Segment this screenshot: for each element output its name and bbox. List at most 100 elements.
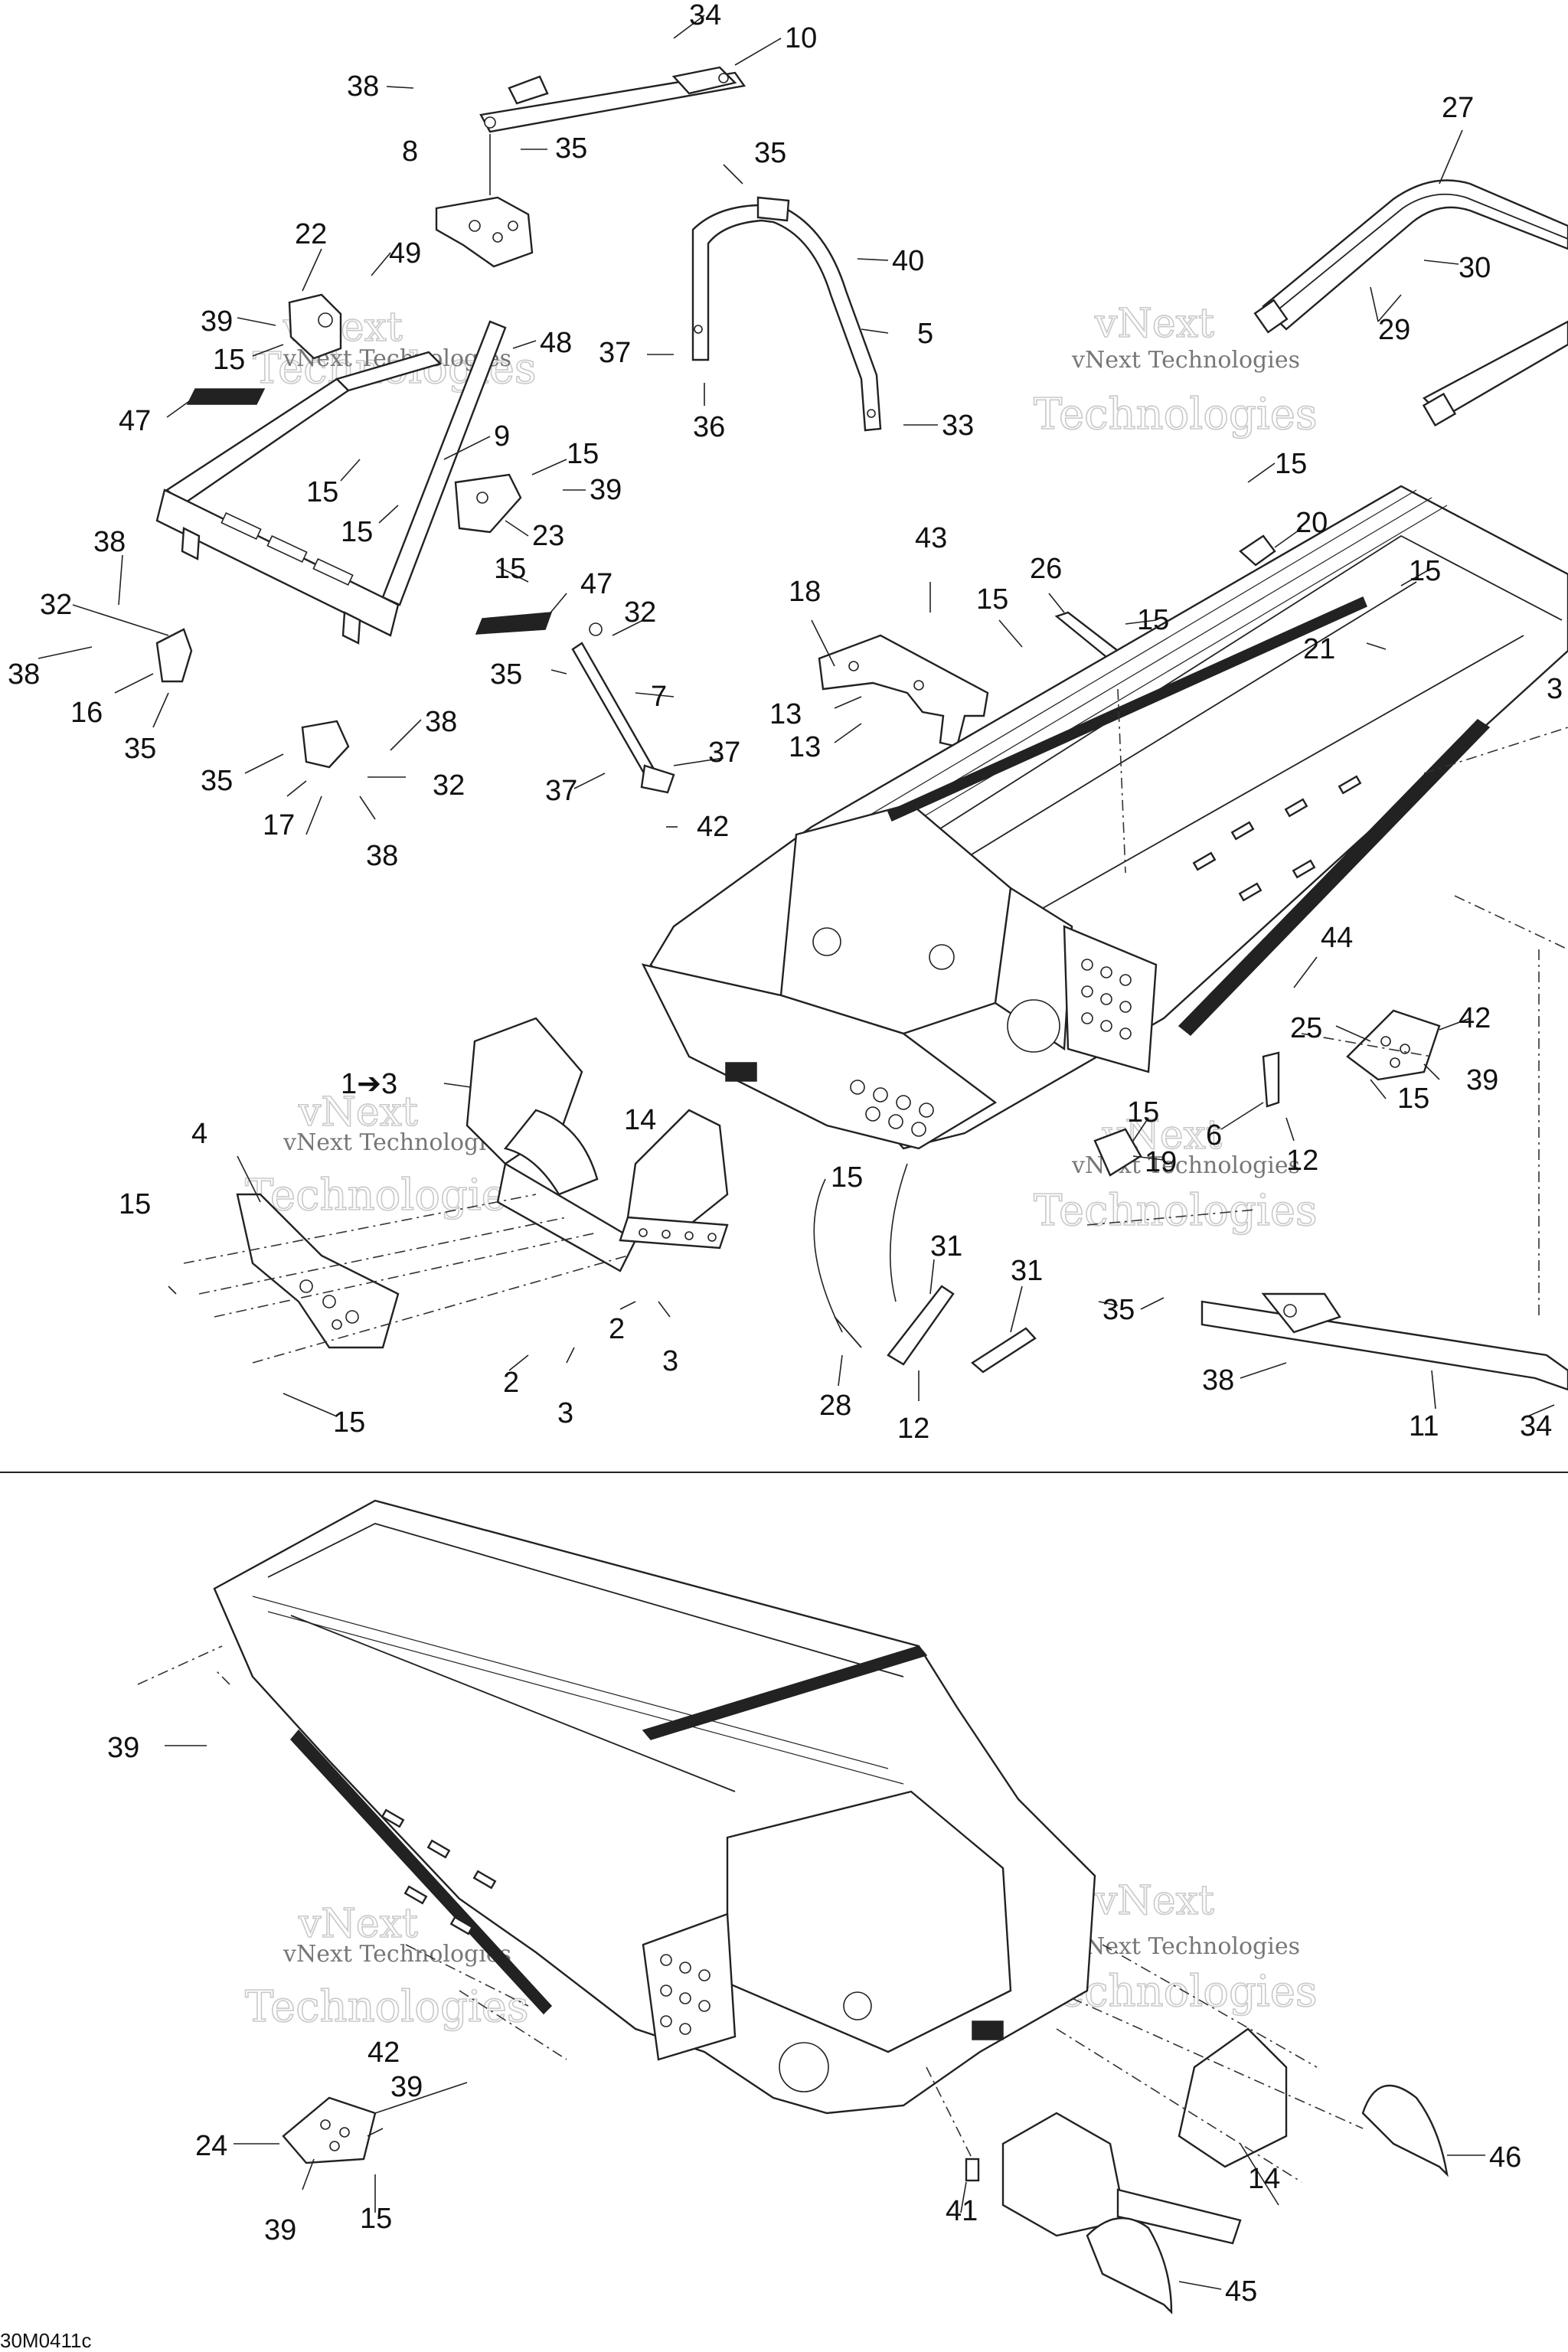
part-8-bracket — [435, 196, 534, 268]
callout-24: 24 — [195, 2130, 227, 2162]
callout-34: 34 — [689, 0, 721, 31]
callout-35: 35 — [555, 132, 587, 165]
part-22-bracket — [288, 293, 342, 360]
watermark-text: vNext — [1094, 1878, 1214, 1924]
watermark-text: vNext — [298, 1901, 418, 1947]
part-10-support-bar — [479, 66, 746, 133]
part-16-bracket — [155, 628, 193, 683]
callout-15: 15 — [494, 553, 526, 585]
callout-37: 37 — [708, 737, 740, 769]
part-11-support-bar — [1200, 1292, 1568, 1391]
part-6-bracket — [1262, 1051, 1280, 1108]
watermark-text: vNext Technologies — [283, 1941, 511, 1968]
part-7-strut-rod — [571, 622, 675, 794]
callout-25: 25 — [1290, 1012, 1322, 1044]
part-41-bushing — [965, 2158, 980, 2182]
callout-32: 32 — [624, 596, 656, 629]
perforation-holes — [660, 1954, 710, 2035]
callout-15: 15 — [567, 438, 599, 470]
callout-11: 11 — [1409, 1410, 1439, 1442]
part-9-frame-tube — [155, 320, 507, 645]
callout-28: 28 — [819, 1390, 851, 1422]
callout-3: 3 — [1547, 673, 1563, 705]
callout-45: 45 — [1225, 2275, 1257, 2308]
callout-16: 16 — [70, 697, 103, 729]
callout-31: 31 — [930, 1230, 962, 1263]
callout-35: 35 — [1102, 1294, 1135, 1326]
tunnel-assembly-bottom — [213, 1499, 1096, 2115]
callout-15: 15 — [213, 344, 245, 376]
watermark-text: Technologies — [1034, 1186, 1318, 1236]
callout-33: 33 — [942, 410, 974, 442]
callout-15: 15 — [1275, 448, 1307, 480]
callout-32: 32 — [433, 769, 465, 802]
callout-39: 39 — [390, 2071, 423, 2103]
callout-35: 35 — [754, 137, 786, 169]
callout-36: 36 — [693, 411, 725, 443]
callout-39: 39 — [264, 2214, 296, 2246]
callout-46: 46 — [1489, 2141, 1521, 2174]
callout-38: 38 — [8, 658, 40, 691]
callout-21: 21 — [1303, 633, 1335, 665]
callout-38: 38 — [425, 706, 457, 738]
tunnel-assembly-top — [641, 485, 1568, 1150]
callout-7: 7 — [651, 681, 667, 713]
callout-39: 39 — [590, 474, 622, 506]
part-1-3-suspension-bracket — [466, 1017, 637, 1272]
part-45-pad — [1086, 2217, 1173, 2314]
watermark-text: vNext Technologies — [1071, 1933, 1300, 1960]
callout-34: 34 — [1520, 1410, 1552, 1442]
callout-38: 38 — [366, 840, 398, 872]
callout-6: 6 — [1206, 1119, 1222, 1152]
callout-13: 13 — [769, 698, 802, 730]
callout-49: 49 — [389, 237, 421, 270]
callout-35: 35 — [124, 733, 156, 765]
callout-15: 15 — [1397, 1083, 1429, 1115]
watermark-text: Technologies — [245, 1171, 529, 1220]
callout-20: 20 — [1295, 507, 1328, 539]
callout-37: 37 — [599, 337, 631, 369]
callout-3: 3 — [557, 1397, 573, 1429]
callout-39: 39 — [201, 305, 233, 338]
watermark-text: vNext Technologies — [283, 1129, 511, 1156]
callout-10: 10 — [785, 22, 817, 54]
perforation-holes — [1081, 959, 1132, 1040]
callout-43: 43 — [915, 522, 947, 554]
part-18-plate — [818, 634, 989, 748]
watermark-group: vNext Technologies vNext Technologies vN… — [244, 300, 1318, 2033]
callout-17: 17 — [263, 809, 295, 841]
callout-48: 48 — [540, 327, 572, 359]
callout-15: 15 — [333, 1406, 365, 1439]
callout-15: 15 — [976, 583, 1008, 616]
callout-35: 35 — [490, 658, 522, 691]
callout-41: 41 — [946, 2195, 978, 2227]
watermark-text: Technologies — [1034, 390, 1318, 439]
part-46-pad — [1361, 2084, 1449, 2177]
locator-lines — [183, 688, 1568, 1364]
part-14-bracket-bottom — [1001, 2027, 1288, 2245]
watermark-text: vNext — [1094, 301, 1214, 347]
callout-26: 26 — [1030, 553, 1062, 585]
callout-9: 9 — [494, 420, 510, 452]
callout-15: 15 — [1409, 555, 1441, 587]
part-31-strip — [887, 1285, 955, 1366]
callout-15: 15 — [360, 2203, 392, 2235]
leader-lines — [38, 15, 1555, 1417]
part-31-strip — [970, 1327, 1037, 1374]
part-47-decal — [186, 388, 553, 635]
callout-2: 2 — [609, 1313, 625, 1345]
callout-42: 42 — [1459, 1002, 1491, 1034]
callout-39: 39 — [107, 1732, 139, 1764]
callout-15: 15 — [341, 516, 373, 548]
callout-42: 42 — [368, 2037, 400, 2069]
part-24-footrest — [282, 2096, 377, 2164]
callout-47: 47 — [580, 568, 612, 600]
part-5-column-support — [691, 196, 882, 432]
part-25-footrest — [1346, 1009, 1441, 1081]
callout-14: 14 — [1248, 2163, 1280, 2195]
watermark-text: vNext Technologies — [1071, 347, 1300, 374]
part-17-bracket — [301, 720, 350, 769]
callout-38: 38 — [1202, 1364, 1234, 1396]
